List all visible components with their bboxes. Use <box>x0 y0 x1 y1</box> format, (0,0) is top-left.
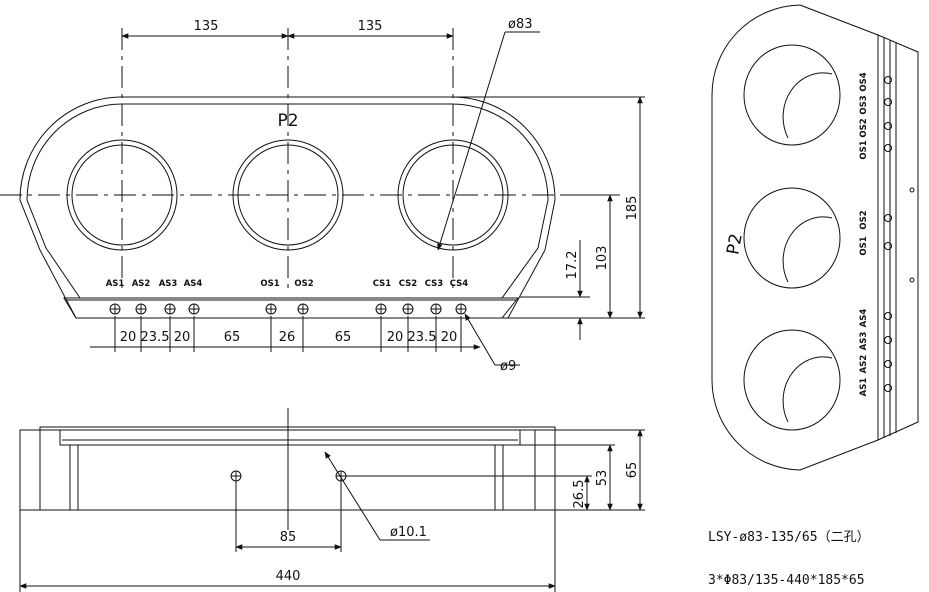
dim-bottom-height-mid: 53 <box>595 470 610 487</box>
dim-terminal-diameter: ø9 <box>500 359 516 374</box>
terminal-label: AS1 <box>106 279 125 289</box>
terminal-label: CS1 <box>373 279 392 289</box>
bottom-spacing-labels: 20 23.5 20 65 26 65 20 23.5 20 <box>120 330 458 345</box>
dim-bottom-height-total: 65 <box>625 462 640 479</box>
svg-text:23.5: 23.5 <box>141 330 170 345</box>
svg-text:OS1: OS1 <box>859 140 869 159</box>
model-mark-p2: P2 <box>277 111 298 131</box>
side-view-text: P2 OS4 OS3 OS2 OS1 OS2 OS1 AS4 AS3 AS2 A… <box>723 72 869 396</box>
dim-spacing-right: 135 <box>358 19 383 34</box>
side-view <box>711 4 919 471</box>
dim-width-total: 440 <box>276 569 301 584</box>
svg-text:OS4: OS4 <box>859 72 869 91</box>
svg-text:23.5: 23.5 <box>408 330 437 345</box>
terminal-label: OS1 <box>260 279 279 289</box>
side-hole-top <box>743 44 841 146</box>
dim-mount-hole-diameter: ø10.1 <box>390 525 427 540</box>
svg-text:OS3: OS3 <box>859 95 869 114</box>
svg-text:AS4: AS4 <box>859 309 869 328</box>
svg-text:20: 20 <box>387 330 404 345</box>
dim-mount-spacing: 85 <box>280 530 297 545</box>
terminal-labels: AS1 AS2 AS3 AS4 OS1 OS2 CS1 CS2 CS3 CS4 <box>106 279 469 289</box>
svg-text:20: 20 <box>441 330 458 345</box>
model-caption: LSY-ø83-135/65（二孔） <box>708 530 870 545</box>
side-body-outline <box>711 4 879 471</box>
terminal-label: AS2 <box>132 279 151 289</box>
bottom-view <box>19 408 645 592</box>
svg-text:AS3: AS3 <box>859 332 869 351</box>
svg-text:OS2: OS2 <box>859 118 869 137</box>
dim-height-terminal: 17.2 <box>565 251 580 280</box>
svg-text:AS1: AS1 <box>859 378 869 397</box>
dim-hole-diameter: ø83 <box>508 17 533 32</box>
front-view <box>0 28 645 366</box>
dim-bottom-height-hole: 26.5 <box>572 480 587 509</box>
terminal-strip <box>63 297 520 319</box>
svg-text:20: 20 <box>174 330 191 345</box>
side-hole-middle <box>743 187 841 289</box>
svg-text:26: 26 <box>279 330 296 345</box>
front-view-text: 135 135 ø83 P2 ø9 185 103 17.2 AS1 AS2 A… <box>106 17 640 374</box>
terminal-label: CS2 <box>399 279 418 289</box>
bottom-view-text: 85 440 ø10.1 65 53 26.5 <box>276 462 640 584</box>
side-model-mark-p2: P2 <box>723 232 746 256</box>
terminal-label: OS2 <box>294 279 313 289</box>
svg-text:OS2: OS2 <box>859 210 869 229</box>
svg-text:65: 65 <box>224 330 241 345</box>
terminal-label: AS4 <box>184 279 203 289</box>
svg-text:65: 65 <box>335 330 352 345</box>
terminal-label: CS4 <box>450 279 469 289</box>
svg-text:AS2: AS2 <box>859 355 869 374</box>
spec-caption: 3*Φ83/135-440*185*65 <box>708 573 865 588</box>
side-hole-bottom <box>743 329 841 431</box>
side-terminal-dots <box>884 76 915 392</box>
terminal-label: CS3 <box>425 279 444 289</box>
terminal-label: AS3 <box>159 279 178 289</box>
terminal-screws <box>109 303 467 315</box>
dim-height-center: 103 <box>595 246 610 271</box>
dim-height-total: 185 <box>625 196 640 221</box>
svg-text:20: 20 <box>120 330 137 345</box>
dim-spacing-left: 135 <box>194 19 219 34</box>
svg-text:OS1: OS1 <box>859 236 869 255</box>
bottom-spacing-dims <box>90 316 481 352</box>
